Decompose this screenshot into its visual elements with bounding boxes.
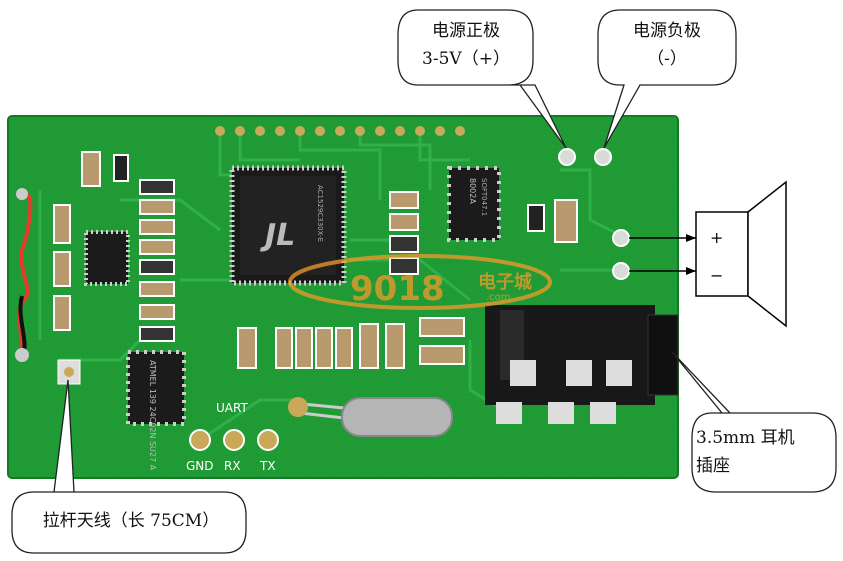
chip-main-text: AC1529C330X-E xyxy=(316,185,324,242)
callout-jack-line1: 3.5mm 耳机 xyxy=(696,428,795,448)
callout-negative-line1: 电源负极 xyxy=(633,21,701,41)
antenna-wire xyxy=(15,188,81,385)
speaker-minus: − xyxy=(710,266,723,285)
callout-negative-text: 电源负极 （-） xyxy=(600,17,734,73)
speaker-pads xyxy=(612,229,630,280)
power-pads xyxy=(558,148,612,166)
eeprom-chip: ATMEL 139 24C02N SU27 A xyxy=(126,350,186,471)
callout-positive xyxy=(397,9,567,149)
crystal xyxy=(288,397,453,437)
rx-label: RX xyxy=(224,459,241,473)
callout-positive-line2: 3-5V（+） xyxy=(422,49,510,69)
chip-eeprom-text: ATMEL 139 24C02N SU27 A xyxy=(148,360,157,471)
watermark-brand: 电子城 xyxy=(478,271,532,293)
header-pads xyxy=(215,126,465,136)
uart-pads xyxy=(189,429,279,451)
passives xyxy=(53,151,578,369)
pcb-board: JL AC1529C330X-E ATMEL 139 24C02N SU27 A… xyxy=(7,115,679,479)
callout-positive-line1: 电源正极 xyxy=(432,21,500,41)
headphone-jack xyxy=(485,305,679,424)
main-chip: JL AC1529C330X-E xyxy=(229,165,347,286)
watermark-number: 9018 xyxy=(350,269,445,309)
callout-jack-text: 3.5mm 耳机 插座 xyxy=(696,424,816,480)
callout-antenna-line1: 拉杆天线（长 75CM） xyxy=(42,511,220,531)
chip-amp-label: 8002A xyxy=(468,178,477,204)
watermark-domain: .com xyxy=(486,292,511,303)
left-chip xyxy=(84,230,130,286)
callout-positive-text: 电源正极 3-5V（+） xyxy=(400,17,532,73)
speaker-symbol: + − xyxy=(629,180,787,328)
callout-negative-line2: （-） xyxy=(647,49,687,69)
callout-antenna-text: 拉杆天线（长 75CM） xyxy=(20,507,242,535)
callout-negative xyxy=(597,9,737,149)
watermark: 9018 电子城 .com xyxy=(288,254,552,310)
callout-jack xyxy=(671,351,837,493)
tx-label: TX xyxy=(259,459,276,473)
chip-main-logo: JL xyxy=(260,218,295,253)
callout-antenna xyxy=(11,379,247,554)
callout-jack-line2: 插座 xyxy=(696,456,730,476)
gnd-label: GND xyxy=(186,459,214,473)
uart-label: UART xyxy=(216,401,248,415)
speaker-plus: + xyxy=(710,228,723,247)
amp-chip: 8002A SOFT047.1 xyxy=(447,166,501,242)
chip-amp-text: SOFT047.1 xyxy=(480,178,488,216)
